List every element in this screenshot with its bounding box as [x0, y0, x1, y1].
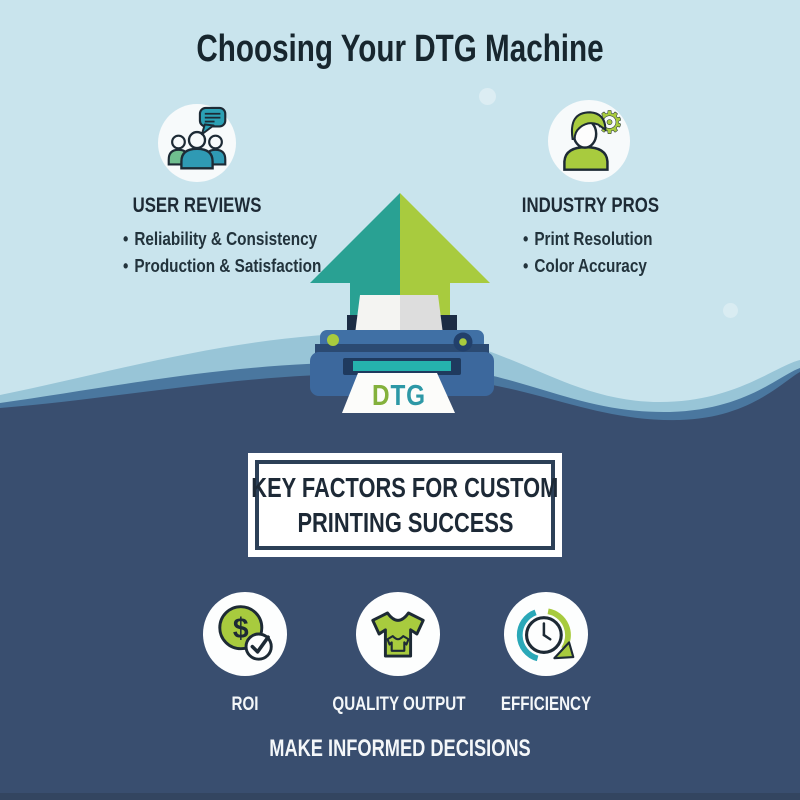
factor-label: ROI — [231, 694, 259, 715]
footer-text: MAKE INFORMED DECISIONS — [269, 735, 531, 762]
dollar-check-icon: $ — [203, 592, 287, 676]
key-factors-box: KEY FACTORS FOR CUSTOM PRINTING SUCCESS — [248, 453, 562, 557]
bottom-edge-strip — [0, 793, 800, 800]
sparkle-dot — [479, 88, 496, 105]
feature-title: INDUSTRY PROS — [521, 194, 660, 217]
factor-roi: $ ROI — [185, 592, 305, 716]
bullet-item: •Reliability & Consistency — [123, 229, 318, 249]
factor-efficiency: EFFICIENCY — [476, 592, 616, 716]
person-gear-icon: ⚙ — [548, 100, 630, 182]
bullet-item: •Print Resolution — [523, 229, 653, 249]
feature-bullets: •Reliability & Consistency •Production &… — [105, 226, 322, 280]
feature-bullets: •Print Resolution •Color Accuracy — [505, 226, 673, 280]
clock-arrow-icon — [504, 592, 588, 676]
dtg-output-paper: DTG — [342, 373, 455, 413]
key-factors-line1: KEY FACTORS FOR CUSTOM — [251, 472, 559, 503]
dtg-label: DTG — [372, 379, 426, 411]
factor-quality-output: QUALITY OUTPUT — [316, 592, 480, 716]
key-factors-line2: PRINTING SUCCESS — [296, 507, 514, 538]
infographic-title: Choosing Your DTG Machine — [196, 28, 604, 70]
people-chat-icon — [158, 104, 236, 182]
wave-layer-navy — [0, 372, 800, 460]
factor-label: QUALITY OUTPUT — [332, 694, 466, 715]
feature-title: USER REVIEWS — [132, 194, 262, 217]
feature-group-user-reviews: USER REVIEWS •Reliability & Consistency … — [105, 104, 322, 280]
paper-in — [355, 295, 443, 334]
dollar-symbol: $ — [233, 613, 249, 645]
printer-arrow-graphic: DTG — [310, 193, 494, 413]
factor-label: EFFICIENCY — [500, 694, 592, 715]
feature-group-industry-pros: ⚙ INDUSTRY PROS •Print Resolution •Color… — [505, 100, 673, 280]
bullet-item: •Color Accuracy — [523, 256, 647, 276]
bullet-item: •Production & Satisfaction — [123, 256, 322, 276]
tshirt-icon — [356, 592, 440, 676]
key-factors-inner-border: KEY FACTORS FOR CUSTOM PRINTING SUCCESS — [252, 460, 559, 550]
sparkle-dot — [723, 303, 738, 318]
